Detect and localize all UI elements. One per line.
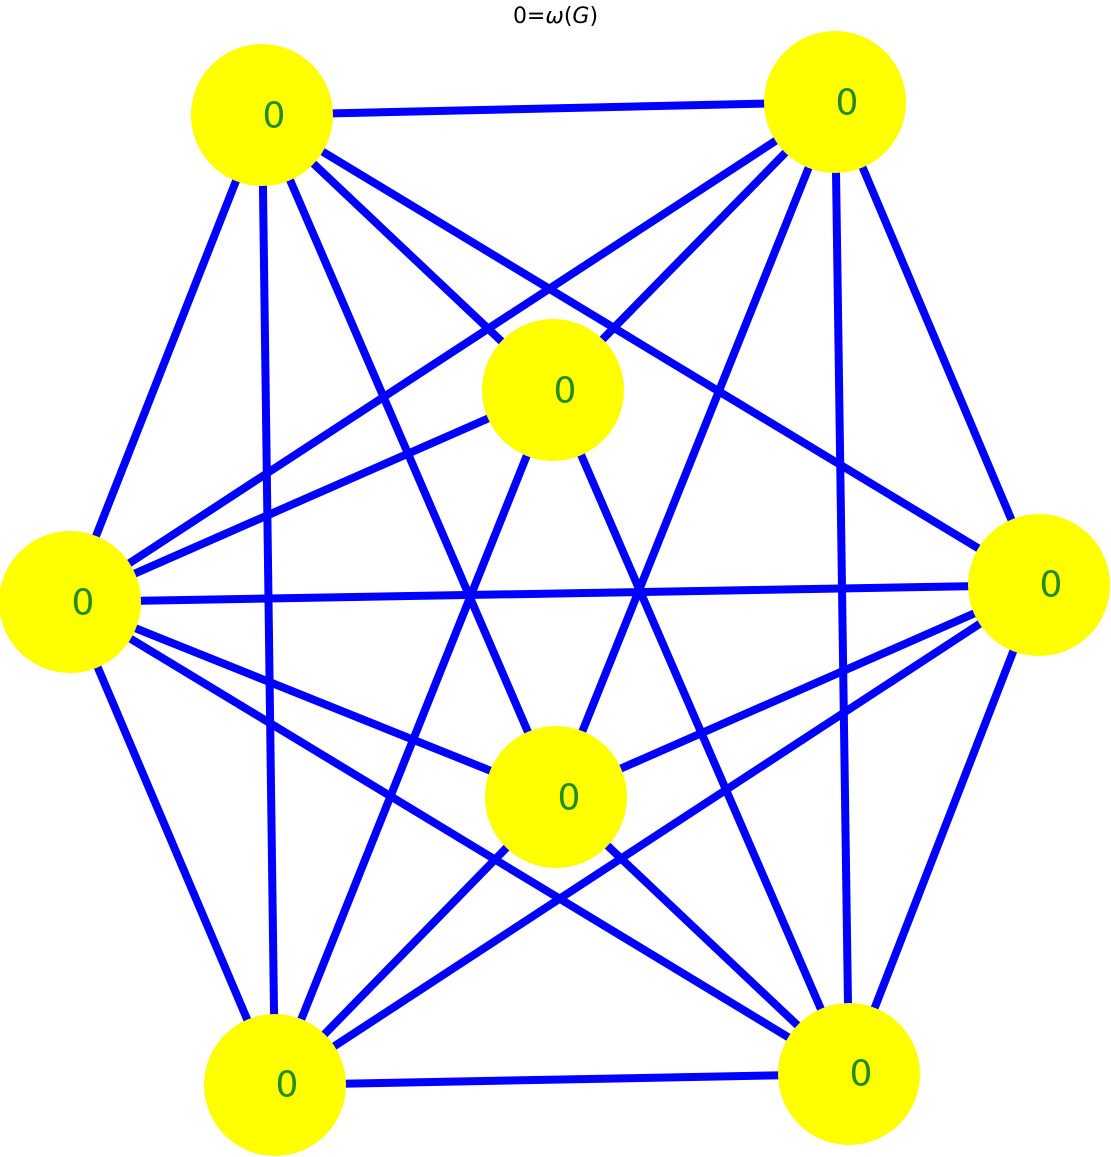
edge-n5-n7 (272, 581, 1042, 1089)
title-prefix: 0= (512, 4, 546, 29)
title-variable: G (572, 4, 590, 29)
edge-n4-n8 (67, 598, 852, 1078)
graph-node: 0 (968, 514, 1110, 656)
node-circle (482, 319, 624, 461)
node-circle (485, 726, 627, 868)
node-label: 0 (836, 83, 859, 124)
edge-n4-n5 (69, 581, 1040, 606)
edge-n4-n6 (68, 598, 558, 801)
edge-n5-n6 (554, 581, 1041, 801)
edge-n2-n6 (552, 100, 839, 799)
title-open-paren: ( (563, 4, 573, 29)
node-label: 0 (850, 1054, 873, 1095)
node-circle (204, 1014, 346, 1156)
graph-node: 0 (0, 531, 141, 673)
edge-n2-n4 (67, 98, 838, 606)
node-layer: 0 0 0 0 0 0 0 0 (0, 31, 1110, 1156)
edge-n2-n5 (831, 100, 1043, 587)
edge-layer (66, 98, 1043, 1089)
graph-node: 0 (764, 31, 906, 173)
graph-title: 0=ω(G) (0, 4, 1111, 30)
title-close-paren: ) (589, 4, 599, 29)
graph-node: 0 (778, 1003, 920, 1145)
edge-n3-n4 (68, 386, 555, 606)
graph-node: 0 (485, 726, 627, 868)
node-circle (0, 531, 141, 673)
graph-node: 0 (191, 44, 333, 186)
edge-n7-n8 (274, 1070, 850, 1089)
node-label: 0 (1040, 565, 1063, 606)
edge-n4-n7 (66, 600, 279, 1087)
node-label: 0 (263, 96, 286, 137)
graph-node: 0 (204, 1014, 346, 1156)
edge-n1-n4 (66, 113, 266, 604)
node-circle (778, 1003, 920, 1145)
edge-n5-n8 (845, 583, 1043, 1076)
node-circle (968, 514, 1110, 656)
node-label: 0 (72, 583, 95, 624)
node-label: 0 (558, 778, 581, 819)
edge-n1-n2 (261, 98, 836, 119)
node-label: 0 (554, 371, 577, 412)
graph-node: 0 (482, 319, 624, 461)
edge-n1-n5 (259, 111, 1042, 589)
node-circle (191, 44, 333, 186)
title-omega: ω (545, 4, 564, 29)
node-circle (764, 31, 906, 173)
node-label: 0 (276, 1065, 299, 1106)
